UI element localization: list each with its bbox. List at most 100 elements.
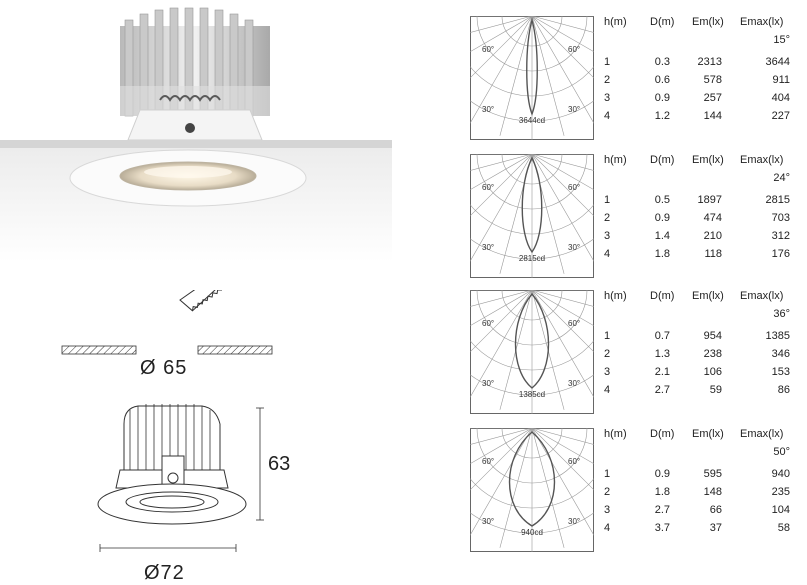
table-cell: 2313: [697, 56, 722, 68]
table-cell: 3: [604, 230, 611, 242]
table-cell: 58: [777, 522, 790, 534]
table-cell: 227: [771, 110, 790, 122]
table-cell: 1.2: [654, 110, 670, 122]
polar-label-upper-left: 60°: [482, 183, 494, 192]
table-header: D(m): [650, 290, 675, 302]
table-cell: 153: [771, 366, 790, 378]
peak-intensity-label: 940cd: [521, 528, 543, 537]
peak-intensity-label: 3644cd: [519, 116, 545, 125]
table-cell: 2.7: [654, 504, 670, 516]
polar-label-upper-right: 60°: [568, 319, 580, 328]
table-header: Emax(lx): [740, 428, 784, 440]
polar-label-lower-right: 30°: [568, 379, 580, 388]
polar-label-upper-left: 60°: [482, 45, 494, 54]
table-cell: 1: [604, 194, 611, 206]
beam-angle-label: 24°: [773, 172, 790, 184]
table-cell: 2: [604, 74, 611, 86]
table-cell: 2815: [765, 194, 790, 206]
table-cell: 911: [772, 74, 790, 86]
table-cell: 86: [777, 384, 790, 396]
beam-angle-label: 50°: [773, 446, 790, 458]
table-cell: 0.5: [654, 194, 670, 206]
table-header: h(m): [604, 16, 627, 28]
table-cell: 595: [703, 468, 722, 480]
table-cell: 1385: [765, 330, 790, 342]
table-cell: 3: [604, 92, 611, 104]
table-header: Em(lx): [692, 154, 724, 166]
table-header: D(m): [650, 154, 675, 166]
table-header: D(m): [650, 16, 675, 28]
table-cell: 346: [771, 348, 790, 360]
cutout-diagram: [61, 290, 273, 355]
polar-label-lower-right: 30°: [568, 105, 580, 114]
table-cell: 144: [703, 110, 722, 122]
table-header: D(m): [650, 428, 675, 440]
peak-intensity-label: 1385cd: [519, 390, 545, 399]
table-cell: 118: [704, 248, 722, 260]
table-cell: 1: [604, 56, 611, 68]
illuminance-table: h(m) D(m) Em(lx) Emax(lx) 15° 1 0.3 2313 3644 2 0.…: [600, 16, 790, 126]
table-cell: 104: [771, 504, 790, 516]
beam-lobe: [526, 17, 538, 116]
table-header: h(m): [604, 290, 627, 302]
table-cell: 238: [703, 348, 722, 360]
ceiling-section-left: [61, 345, 137, 355]
table-cell: 59: [709, 384, 722, 396]
table-cell: 954: [703, 330, 722, 342]
table-cell: 1: [604, 468, 611, 480]
table-cell: 2.7: [654, 384, 670, 396]
beam-lobe: [508, 431, 556, 527]
table-cell: 106: [703, 366, 722, 378]
polar-label-lower-right: 30°: [568, 517, 580, 526]
table-cell: 4: [604, 522, 611, 534]
peak-intensity-label: 2815cd: [519, 254, 545, 263]
polar-diagram: 60°60°30°30°940cd: [470, 428, 594, 552]
table-cell: 1.8: [654, 486, 670, 498]
spring-clip: [159, 95, 221, 102]
beam-angle-label: 15°: [773, 34, 790, 46]
table-cell: 578: [703, 74, 722, 86]
table-cell: 1897: [697, 194, 722, 206]
saw-icon: [179, 290, 226, 312]
table-header: Em(lx): [692, 16, 724, 28]
table-cell: 1.8: [654, 248, 670, 260]
table-cell: 2.1: [654, 366, 670, 378]
polar-diagram: 60° 60° 30° 30° 3644cd: [470, 16, 594, 140]
table-cell: 2: [604, 212, 611, 224]
polar-label-lower-left: 30°: [482, 105, 494, 114]
table-cell: 235: [771, 486, 790, 498]
table-header: Emax(lx): [740, 16, 784, 28]
table-header: h(m): [604, 154, 627, 166]
table-cell: 148: [703, 486, 722, 498]
table-cell: 0.7: [654, 330, 670, 342]
table-cell: 66: [709, 504, 722, 516]
polar-label-lower-left: 30°: [482, 379, 494, 388]
product-photo: [0, 0, 392, 262]
table-cell: 404: [771, 92, 790, 104]
polar-label-upper-right: 60°: [568, 183, 580, 192]
table-cell: 3644: [765, 56, 790, 68]
table-cell: 4: [604, 248, 611, 260]
table-cell: 176: [771, 248, 790, 260]
table-header: h(m): [604, 428, 627, 440]
table-cell: 2: [604, 486, 611, 498]
table-cell: 312: [771, 230, 790, 242]
table-cell: 0.3: [654, 56, 670, 68]
table-header: Em(lx): [692, 428, 724, 440]
table-cell: 37: [709, 522, 722, 534]
table-cell: 1.4: [654, 230, 670, 242]
table-cell: 0.9: [654, 92, 670, 104]
cutout-diameter-label: Ø 65: [140, 357, 188, 379]
beam-lobe: [521, 156, 543, 254]
diameter-label: Ø72: [144, 562, 185, 584]
beam-lobe: [514, 292, 550, 389]
table-cell: 0.9: [654, 468, 670, 480]
polar-label-upper-right: 60°: [568, 45, 580, 54]
table-cell: 0.9: [654, 212, 670, 224]
polar-diagram: 60°60°30°30°2815cd: [470, 154, 594, 278]
table-cell: 3: [604, 504, 611, 516]
polar-label-upper-right: 60°: [568, 457, 580, 466]
polar-label-lower-right: 30°: [568, 243, 580, 252]
